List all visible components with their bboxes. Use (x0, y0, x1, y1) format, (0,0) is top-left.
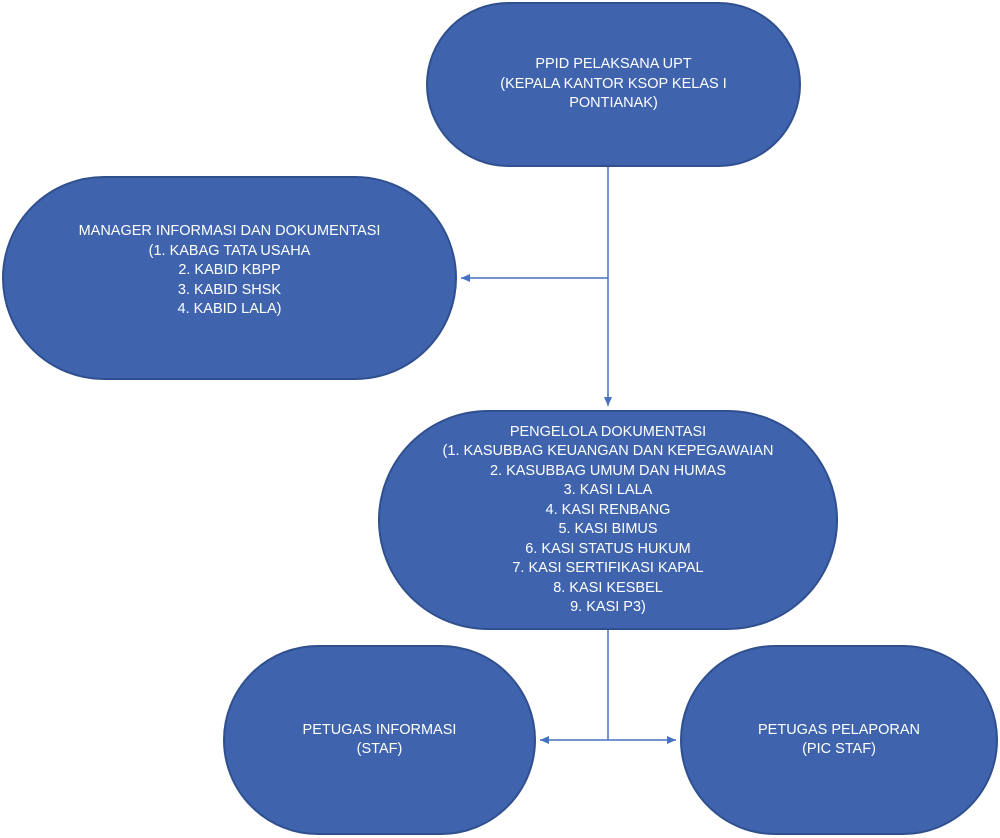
node-line: 9. KASI P3) (570, 599, 646, 615)
node-line: (PIC STAF) (802, 741, 876, 757)
node-petugas-informasi: PETUGAS INFORMASI (STAF) (223, 645, 536, 835)
node-line: 7. KASI SERTIFIKASI KAPAL (512, 560, 704, 576)
node-line: 2. KABID KBPP (178, 262, 281, 279)
node-pengelola-dokumentasi: PENGELOLA DOKUMENTASI (1. KASUBBAG KEUAN… (378, 410, 838, 630)
node-line: PENGELOLA DOKUMENTASI (509, 423, 707, 440)
node-line: MANAGER INFORMASI DAN DOKUMENTASI (78, 223, 381, 240)
node-line: 2. KASUBBAG UMUM DAN HUMAS (489, 462, 727, 479)
node-line: PETUGAS PELAPORAN (758, 721, 920, 738)
node-line: 4. KASI RENBANG (545, 501, 671, 518)
node-line: PETUGAS INFORMASI (302, 721, 457, 738)
node-line: 5. KASI BIMUS (558, 521, 658, 537)
node-line: PONTIANAK) (569, 95, 658, 112)
node-ppid-pelaksana: PPID PELAKSANA UPT (KEPALA KANTOR KSOP K… (426, 2, 801, 167)
node-line: (1. KABAG TATA USAHA (148, 242, 311, 259)
node-line: PPID PELAKSANA UPT (535, 56, 692, 73)
node-line: 3. KABID SHSK (177, 281, 282, 298)
node-petugas-pelaporan: PETUGAS PELAPORAN (PIC STAF) (680, 645, 998, 835)
node-line: 3. KASI LALA (563, 482, 653, 498)
node-line: 6. KASI STATUS HUKUM (525, 540, 691, 557)
node-line: 8. KASI KESBEL (553, 579, 663, 596)
node-line: (KEPALA KANTOR KSOP KELAS I (500, 75, 727, 92)
node-line: (STAF) (356, 741, 403, 757)
node-line: (1. KASUBBAG KEUANGAN DAN KEPEGAWAIAN (442, 443, 774, 459)
node-line: 4. KABID LALA) (177, 301, 282, 318)
node-manager-informasi: MANAGER INFORMASI DAN DOKUMENTASI (1. KA… (2, 176, 457, 380)
